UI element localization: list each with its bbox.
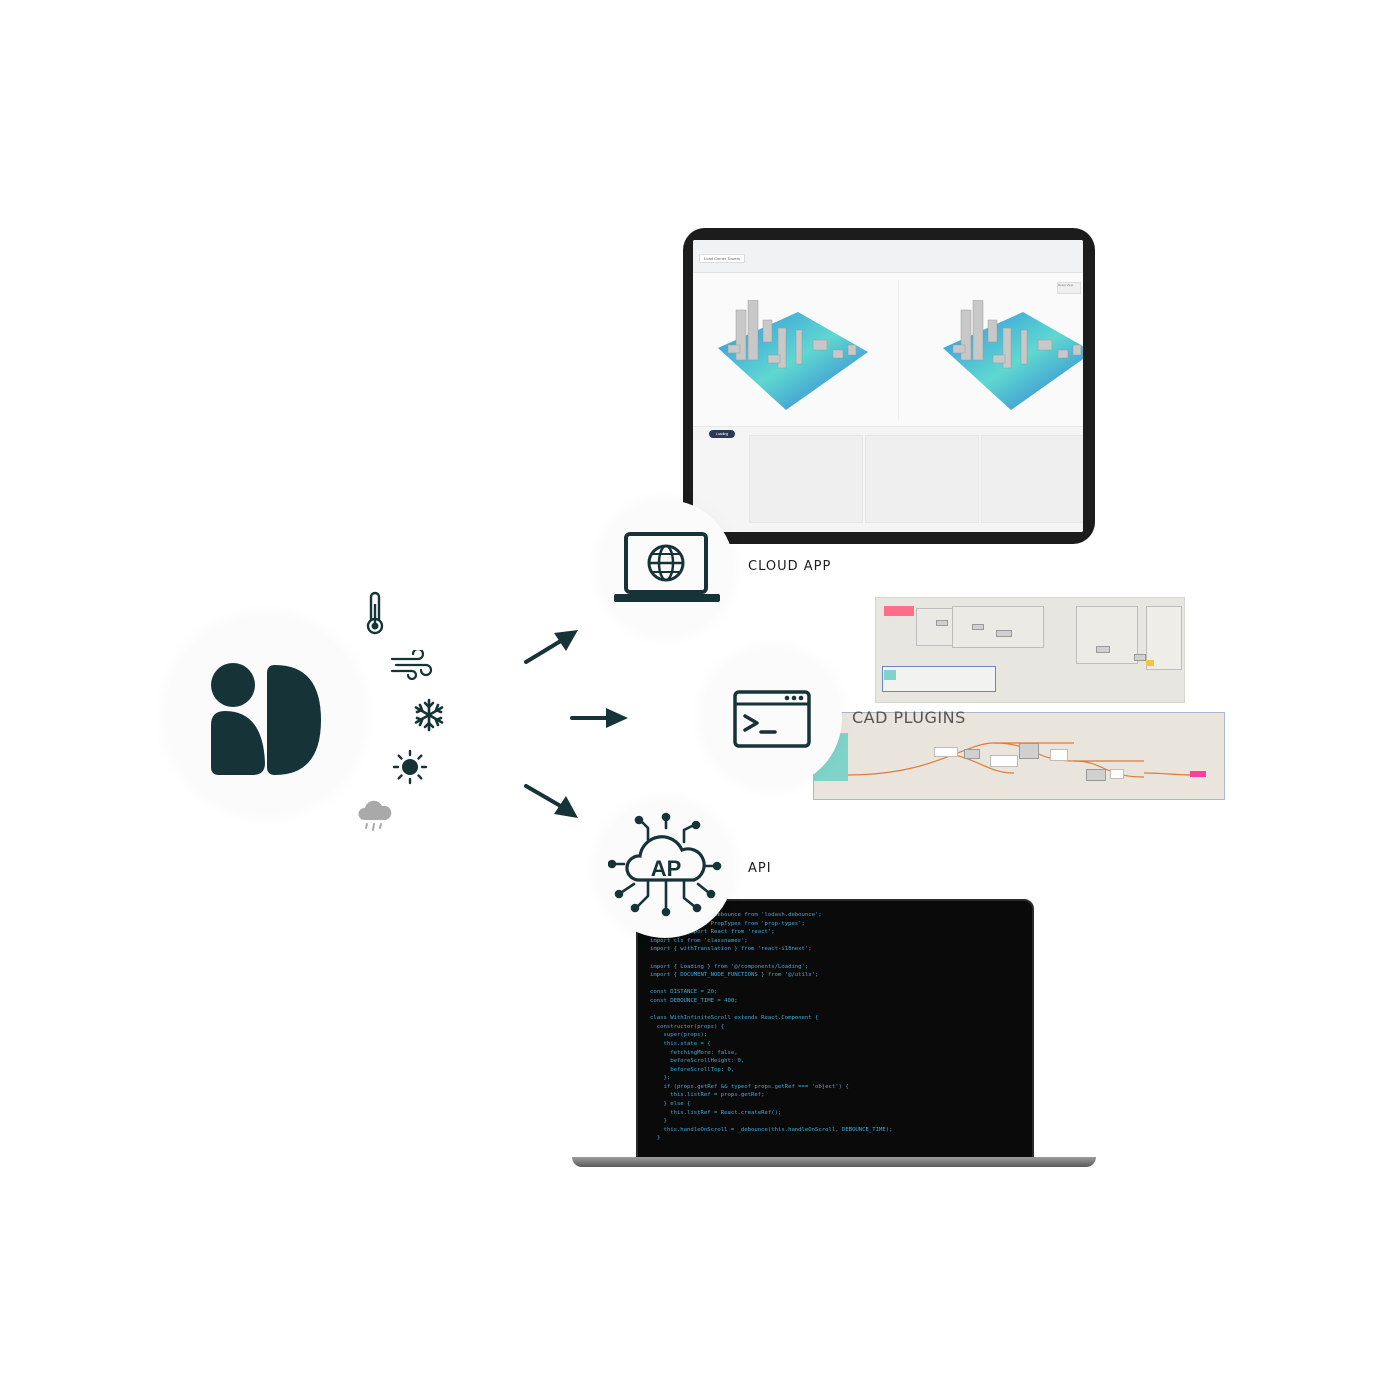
plugin-node [990, 755, 1018, 767]
result-card [749, 435, 863, 523]
cloud-app-circle [598, 500, 734, 636]
cad-plugin-screenshot-overview [875, 597, 1185, 703]
wind-simulation-view-right [943, 300, 1083, 410]
cad-plugin-screenshot-detail [813, 712, 1225, 800]
thermometer-icon [366, 591, 384, 635]
logo-circle [165, 615, 365, 815]
results-panel [693, 426, 1083, 532]
plugin-group [1076, 606, 1138, 664]
arrow-to-cad-plugins [570, 708, 628, 728]
plugin-pink-node [1190, 771, 1206, 777]
app-header: Load Corner Towers [693, 240, 1083, 273]
plugin-node [1096, 646, 1110, 653]
wind-icon [390, 650, 433, 680]
plugin-node [1110, 769, 1124, 779]
plugin-node [972, 624, 984, 630]
plugin-node [934, 747, 958, 757]
loading-badge: Loading [709, 430, 735, 438]
plugin-node [1050, 749, 1068, 761]
cloud-app-screen: Load Corner Towers Reset View [693, 240, 1083, 532]
plugin-yellow-node [1146, 660, 1154, 666]
reset-view-button[interactable]: Reset View [1057, 282, 1081, 294]
api-cloud-icon: AP [608, 812, 722, 917]
plugin-node [964, 749, 980, 759]
plugin-teal-node [884, 670, 896, 680]
cad-plugins-circle [702, 648, 842, 788]
viewport-divider [898, 280, 899, 420]
snowflake-icon [414, 698, 444, 732]
arrow-to-cloud-app [524, 630, 578, 664]
api-icon-text: AP [651, 856, 682, 881]
plugin-node [1086, 769, 1106, 781]
wind-simulation-view-left [718, 300, 868, 410]
brand-logo [211, 663, 321, 775]
result-card [865, 435, 979, 523]
result-card [981, 435, 1083, 523]
rain-cloud-icon [358, 800, 392, 831]
plugin-node [1019, 743, 1039, 759]
terminal-window-icon [733, 690, 811, 748]
tablet-device: Load Corner Towers Reset View [683, 228, 1095, 544]
plugin-node [996, 630, 1012, 637]
plugin-red-tag [884, 606, 914, 616]
code-editor: import _debounce from 'lodash.debounce';… [650, 912, 893, 1142]
api-label: API [748, 861, 772, 876]
laptop-globe-icon [614, 532, 720, 602]
laptop-screen: import _debounce from 'lodash.debounce';… [636, 899, 1034, 1159]
plugin-node [1134, 654, 1146, 661]
cad-plugins-label: CAD PLUGINS [852, 708, 966, 727]
cloud-app-label: CLOUD APP [748, 559, 832, 574]
sun-icon [392, 749, 428, 785]
arrow-to-api [524, 784, 578, 818]
plugin-group [952, 606, 1044, 648]
plugin-group [1146, 606, 1182, 670]
plugin-selection-box [882, 666, 996, 692]
tab-load-corner-towers[interactable]: Load Corner Towers [699, 254, 745, 263]
plugin-node [936, 620, 948, 626]
laptop-base [572, 1157, 1096, 1167]
